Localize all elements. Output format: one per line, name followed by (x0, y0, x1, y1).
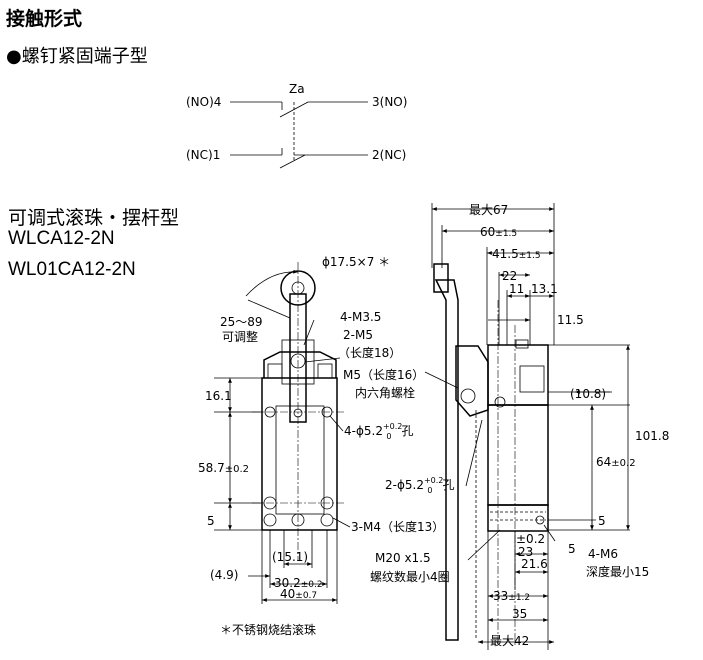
mount-hole (264, 406, 276, 418)
bullet-icon: ● (6, 46, 22, 67)
dim-40: 40±0.7 (280, 587, 317, 601)
hex-bolt-label: 内六角螺栓 (355, 385, 415, 400)
dim-33-val: 33 (493, 589, 508, 603)
side-body-upper (487, 344, 549, 406)
dim-41-5-tol: ±1.5 (519, 251, 541, 261)
dim-30-2-val: 30.2 (274, 576, 301, 590)
m5-length-label: （长度18） (338, 345, 401, 360)
dim-64-tol: ±0.2 (611, 458, 635, 469)
contact-nc-right-label: 2(NC) (372, 148, 406, 162)
m5-length-side: M5（长度16） (343, 367, 424, 382)
side-body-lower (487, 404, 549, 506)
dim-5-side: 5 (598, 514, 606, 528)
dim-64: 64±0.2 (596, 455, 636, 469)
hole2-label-main: 2-ϕ5.2 (385, 478, 424, 492)
angle-note: 可调整 (222, 329, 258, 344)
m35-label: 4-M3.5 (340, 310, 381, 324)
dim-5-side-b: 5 (568, 542, 576, 556)
contact-lines (230, 101, 368, 169)
contact-schematic: Za (NO)4 3(NO) (NC)1 2(NC) (186, 82, 407, 169)
terminal-type-label: 螺钉紧固端子型 (21, 46, 148, 67)
dim-tol-02: ±0.2 (516, 532, 545, 546)
dim-35: 35 (512, 607, 527, 621)
hole2-unit: 孔 (443, 478, 455, 492)
side-roller (433, 263, 449, 293)
side-lever-plate (434, 279, 459, 641)
dim-58-7-val: 58.7 (198, 461, 225, 475)
hole2-tol-dn: 0 (427, 486, 432, 495)
hole-label-main: 4-ϕ5.2 (344, 424, 383, 438)
contact-no-left-label: (NO)4 (186, 95, 221, 109)
thread-label: 螺纹数最小4圈 (370, 569, 450, 584)
front-view: ϕ17.5×7 ＊ 25～89 可调整 4-M3.5 2-M5 （长度18） 1… (198, 255, 444, 637)
dim-33-tol: ±1.2 (508, 593, 530, 603)
m5-bolt-head (460, 388, 476, 404)
model-code-1: WLCA12-2N (8, 228, 115, 249)
dim-64-val: 64 (596, 455, 611, 469)
angle-dim: 25～89 (220, 315, 263, 329)
dim-10-8: (10.8) (570, 387, 606, 401)
front-body (261, 377, 338, 531)
dim-60-val: 60 (480, 225, 495, 239)
dim-4-9: (4.9) (210, 568, 238, 582)
dim-max67: 最大67 (469, 203, 508, 217)
dim-40-tol: ±0.7 (295, 591, 317, 601)
model-name: 可调式滚珠・摆杆型 (8, 207, 180, 229)
contact-nc-left-label: (NC)1 (186, 148, 220, 162)
dim-60-tol: ±1.5 (495, 229, 517, 239)
side-head (455, 345, 489, 417)
dim-40-val: 40 (280, 587, 295, 601)
dim-41-5: 41.5±1.5 (492, 247, 541, 261)
dim-33: 33±1.2 (493, 589, 530, 603)
m20-label: M20 x1.5 (375, 551, 431, 565)
dim-5-front: 5 (207, 514, 215, 528)
dim-30-2: 30.2±0.2 (274, 576, 323, 590)
dim-11: 11 (509, 282, 524, 296)
model-code-2: WL01CA12-2N (8, 259, 136, 280)
contact-no-right-label: 3(NO) (372, 95, 407, 109)
dim-11-5: 11.5 (557, 313, 584, 327)
m6-label: 4-M6 (588, 547, 618, 561)
dim-16-1: 16.1 (205, 389, 232, 403)
dim-15-1: (15.1) (272, 550, 308, 564)
roller-dim: ϕ17.5×7 ＊ (322, 255, 390, 269)
dim-60: 60±1.5 (480, 225, 517, 239)
dim-22: 22 (502, 269, 517, 283)
m5-label: 2-M5 (343, 328, 373, 342)
dim-21-6: 21.6 (521, 557, 548, 571)
hole-tol-up: +0.2 (383, 422, 402, 431)
side-view: 最大67 60±1.5 41.5±1.5 22 11 13.1 11.5 M5（… (343, 203, 669, 650)
front-head (263, 351, 337, 378)
contact-za-label: Za (289, 82, 305, 96)
roller-note: ＊不锈钢烧结滚珠 (220, 622, 316, 637)
m4-label: 3-M4（长度13） (351, 519, 444, 534)
hole2-tol-up: +0.2 (424, 476, 443, 485)
dim-13-1: 13.1 (531, 282, 558, 296)
side-base (487, 504, 549, 532)
hole-unit: 孔 (402, 424, 414, 438)
hole-tol-dn: 0 (386, 432, 391, 441)
depth-label: 深度最小15 (586, 564, 649, 579)
dim-101-8: 101.8 (635, 429, 669, 443)
dim-max42: 最大42 (490, 634, 529, 648)
dim-58-7: 58.7±0.2 (198, 461, 249, 475)
dim-23: 23 (518, 545, 533, 559)
terminal-type-heading: ●螺钉紧固端子型 (6, 42, 148, 68)
section-title: 接触形式 (6, 8, 83, 30)
dim-30-2-tol: ±0.2 (301, 580, 323, 590)
dim-41-5-val: 41.5 (492, 247, 519, 261)
side-cover (519, 365, 545, 393)
dim-58-7-tol: ±0.2 (225, 464, 249, 475)
